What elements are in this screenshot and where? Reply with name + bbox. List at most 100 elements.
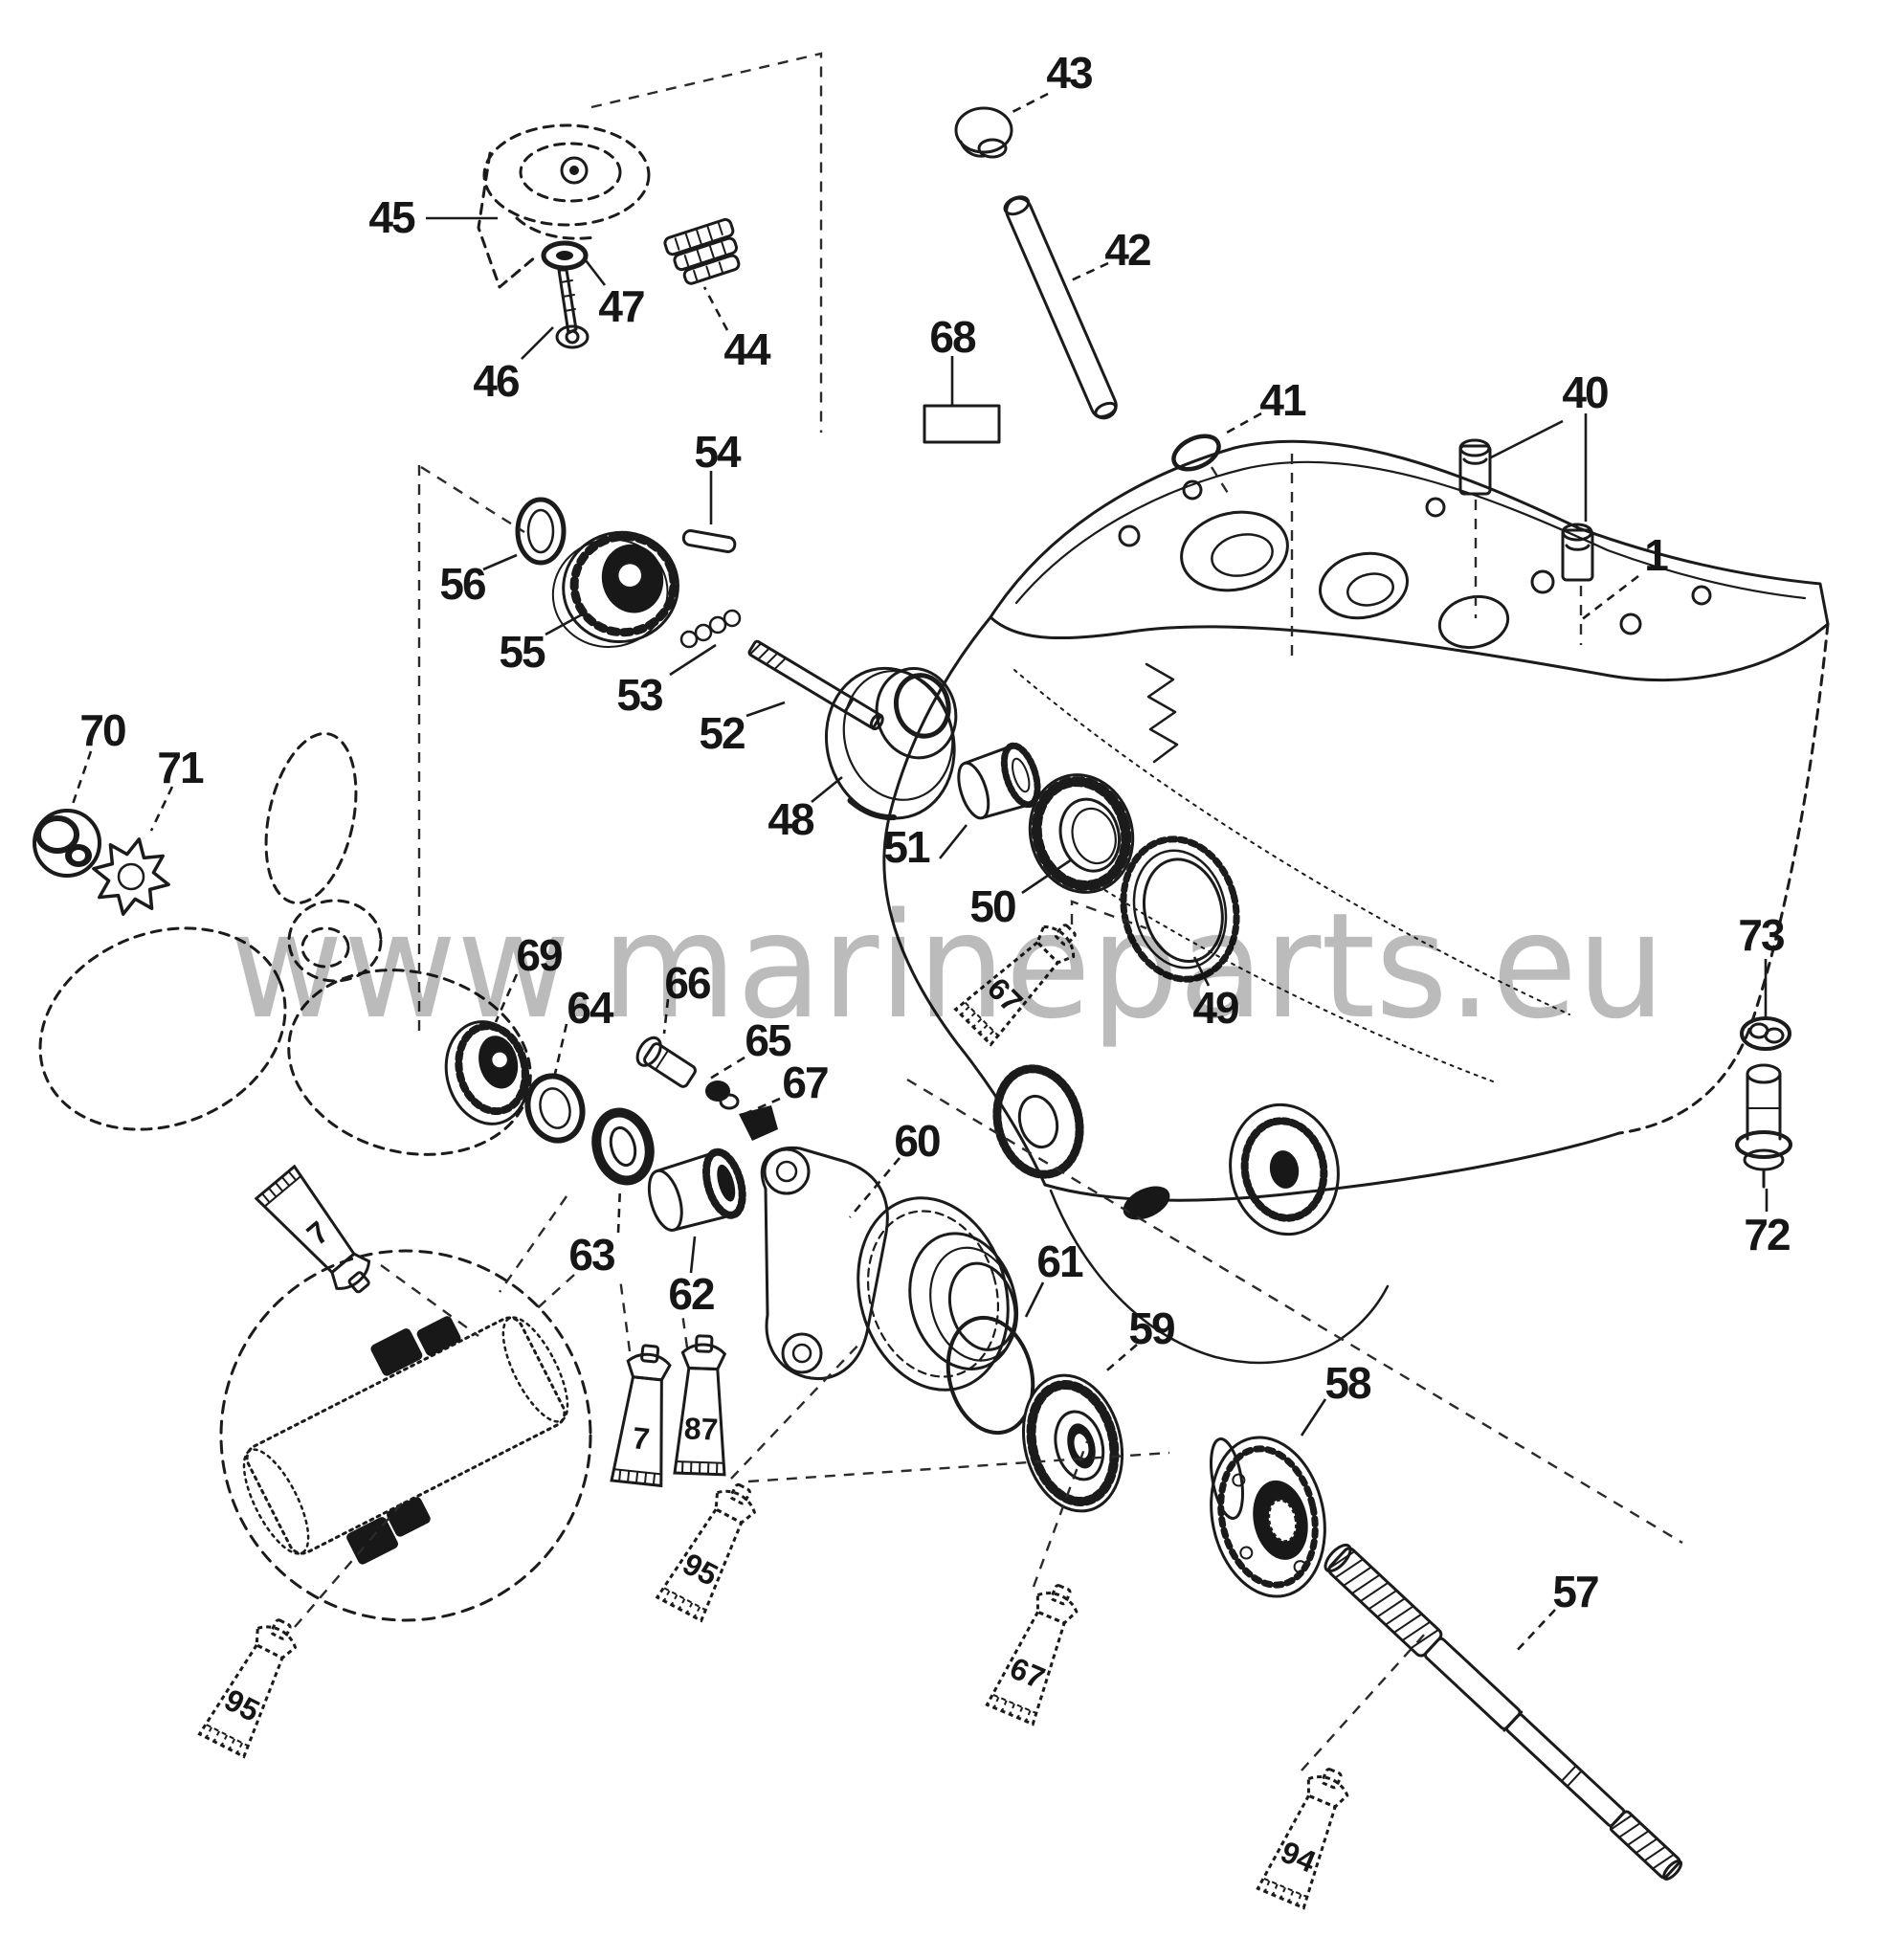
leader-52 xyxy=(745,701,786,718)
leader-46 xyxy=(521,326,554,360)
diagram-artwork xyxy=(33,106,1830,1881)
part-label-48: 48 xyxy=(768,794,814,844)
part-48-bearing-carrier-front xyxy=(824,666,958,821)
part-label-1: 1 xyxy=(1644,530,1668,580)
part-label-66: 66 xyxy=(664,958,710,1008)
part-56-oring xyxy=(515,497,567,566)
leader-56 xyxy=(482,553,518,571)
part-65-nut xyxy=(705,1080,740,1110)
part-label-56: 56 xyxy=(439,559,485,609)
construction-line-8 xyxy=(618,1278,632,1352)
part-52-shift-shaft xyxy=(747,639,884,731)
construction-line-0 xyxy=(590,52,823,433)
part-label-69: 69 xyxy=(516,930,562,980)
part-70-prop-nut xyxy=(33,809,101,878)
part-label-51: 51 xyxy=(883,822,930,872)
lube-tube-95-3: 95 xyxy=(197,1618,298,1759)
part-label-60: 60 xyxy=(894,1116,940,1166)
leader-47 xyxy=(584,259,607,286)
leader-60 xyxy=(849,1157,901,1218)
leader-67 xyxy=(744,1097,781,1116)
part-45-trim-tab xyxy=(477,123,651,289)
construction-line-12 xyxy=(1032,1440,1089,1588)
part-58-reverse-gear xyxy=(1210,1436,1326,1598)
leader-43 xyxy=(1010,92,1049,115)
part-label-45: 45 xyxy=(368,192,415,242)
part-label-44: 44 xyxy=(723,324,771,374)
construction-line-4 xyxy=(499,1195,567,1293)
part-62-sleeve xyxy=(647,1147,746,1232)
lube-tube-label-7: 7 xyxy=(631,1420,651,1457)
part-label-62: 62 xyxy=(668,1269,714,1319)
construction-line-18 xyxy=(1210,466,1233,499)
detail-inset-circle xyxy=(219,1249,592,1622)
leader-55 xyxy=(545,611,587,636)
part-69-forward-gear xyxy=(444,1020,530,1125)
lube-tube-67-6: 67 xyxy=(985,1584,1079,1726)
part-64-seal xyxy=(524,1073,586,1144)
part-67-clip xyxy=(739,1105,778,1141)
leader-49 xyxy=(1192,956,1211,987)
part-50-tapered-bearing xyxy=(1028,773,1135,894)
lube-tube-94-7: 94 xyxy=(1256,1768,1349,1910)
leader-62 xyxy=(689,1236,697,1274)
construction-lines xyxy=(294,52,1683,1771)
part-72-drain-bolt xyxy=(1735,1063,1792,1189)
part-label-71: 71 xyxy=(157,743,204,792)
part-47-washer xyxy=(541,240,589,271)
leader-66 xyxy=(662,998,670,1035)
part-1-gearcase-housing xyxy=(882,439,1830,1365)
construction-line-11 xyxy=(730,1339,864,1480)
part-prop-hub-components xyxy=(992,1064,1340,1236)
part-label-68: 68 xyxy=(929,312,976,362)
lube-tube-label-87: 87 xyxy=(683,1411,719,1446)
part-label-52: 52 xyxy=(699,708,745,758)
leader-57 xyxy=(1513,1609,1556,1655)
part-54-pin xyxy=(681,529,737,553)
part-label-50: 50 xyxy=(969,881,1015,931)
lube-tube-7-1: 7 xyxy=(610,1344,672,1488)
part-59-ball-bearing xyxy=(1021,1373,1124,1513)
part-44-plate-stack xyxy=(663,217,741,285)
part-63-seal xyxy=(591,1107,655,1186)
part-label-65: 65 xyxy=(745,1015,791,1065)
part-label-61: 61 xyxy=(1036,1236,1083,1286)
part-label-47: 47 xyxy=(598,281,644,331)
part-label-58: 58 xyxy=(1324,1358,1371,1408)
part-label-64: 64 xyxy=(567,983,614,1033)
watermark: www.marineparts.eu xyxy=(230,881,1665,1051)
part-42-water-tube xyxy=(1003,195,1118,420)
part-label-55: 55 xyxy=(499,627,545,677)
seal-pair-upper xyxy=(370,1316,461,1376)
seal-pair-lower xyxy=(346,1497,431,1565)
leader-58 xyxy=(1300,1398,1327,1437)
leader-64 xyxy=(553,1023,568,1075)
part-label-49: 49 xyxy=(1192,983,1238,1033)
construction-line-2 xyxy=(420,465,525,534)
leader-70 xyxy=(70,750,93,808)
leader-50 xyxy=(1021,858,1073,895)
leader-53 xyxy=(669,643,717,677)
leader-61 xyxy=(1024,1281,1045,1318)
lube-tube-7-0: 7 xyxy=(254,1164,371,1294)
part-label-53: 53 xyxy=(616,670,662,720)
leader-1 xyxy=(1580,574,1639,622)
part-label-63: 63 xyxy=(568,1230,614,1280)
construction-line-10 xyxy=(747,1451,1170,1483)
leader-63 xyxy=(616,1186,622,1234)
lube-tube-95-4: 95 xyxy=(655,1482,757,1623)
part-49-bearing-race xyxy=(1120,835,1240,983)
part-label-43: 43 xyxy=(1046,48,1092,98)
part-label-70: 70 xyxy=(79,705,125,755)
leader-65 xyxy=(704,1056,745,1083)
part-label-57: 57 xyxy=(1552,1567,1598,1616)
part-53-spring xyxy=(679,609,742,649)
leader-lines xyxy=(70,92,1769,1655)
leader-71 xyxy=(149,786,174,832)
part-label-46: 46 xyxy=(473,356,519,406)
part-propeller-outline xyxy=(38,731,532,1156)
leader-41 xyxy=(1226,412,1262,434)
part-label-73: 73 xyxy=(1738,910,1784,960)
part-label-54: 54 xyxy=(694,427,742,477)
